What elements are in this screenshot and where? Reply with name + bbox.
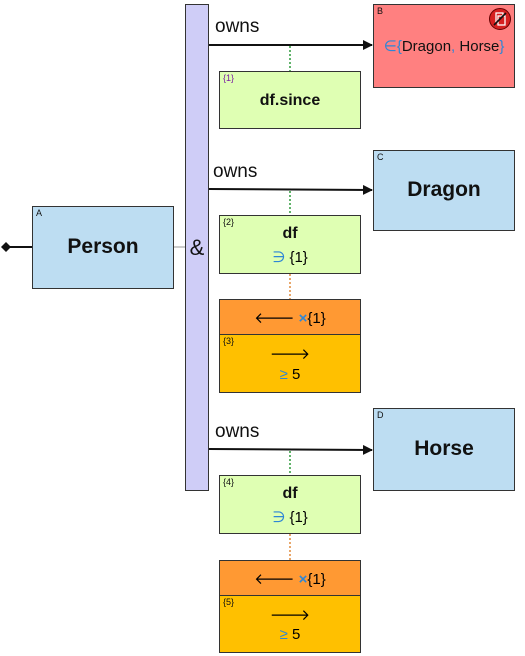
owns-label-d: owns <box>215 421 260 442</box>
owns-arrow-d <box>208 444 373 455</box>
owns-label-b: owns <box>215 16 260 37</box>
forward-node-3[interactable]: {3} 🡒 ≥ 5 <box>219 334 361 393</box>
cross-icon: × <box>298 310 308 327</box>
node-title: df.since <box>259 92 321 109</box>
error-icon[interactable] <box>489 8 511 30</box>
node-title: df <box>282 485 298 502</box>
node-tag: A <box>36 208 43 218</box>
cross-icon: × <box>298 571 308 588</box>
owns-arrow-c <box>208 184 373 195</box>
node-title: Person <box>67 235 139 258</box>
df-since-node[interactable]: {1} df.since <box>219 71 361 129</box>
arrow-left-icon: 🡐 <box>254 571 295 588</box>
node-tag: C <box>377 152 384 162</box>
arrow-right-icon: 🡒 <box>269 607 311 624</box>
node-title: Dragon <box>407 178 481 201</box>
target-b-values: ∈ {Dragon, Horse} <box>383 38 505 55</box>
reverse-node-1[interactable]: 🡐 ×{1} <box>219 299 361 335</box>
node-constraint: 🡐 ×{1} <box>254 310 326 327</box>
node-tag: {4} <box>223 477 235 487</box>
node-tag: B <box>377 6 384 16</box>
root-diamond-icon <box>1 242 11 252</box>
node-title: Horse <box>414 437 474 460</box>
df-node-2[interactable]: {2} df ∋ {1} <box>219 215 361 274</box>
target-node-b[interactable]: B ∈ {Dragon, Horse} <box>373 4 515 88</box>
target-node-c[interactable]: C Dragon <box>373 150 515 231</box>
node-constraint: ≥ 5 <box>279 626 301 643</box>
and-symbol: & <box>186 235 208 261</box>
arrow-right-icon: 🡒 <box>269 346 311 363</box>
node-tag: {2} <box>223 217 235 227</box>
reverse-node-2[interactable]: 🡐 ×{1} <box>219 560 361 596</box>
node-constraint: ∋ {1} <box>272 249 308 266</box>
node-tag: {3} <box>223 336 235 346</box>
arrow-left-icon: 🡐 <box>254 310 295 327</box>
forward-node-5[interactable]: {5} 🡒 ≥ 5 <box>219 595 361 653</box>
node-constraint: 🡐 ×{1} <box>254 571 326 588</box>
target-node-d[interactable]: D Horse <box>373 408 515 491</box>
node-tag: D <box>377 410 384 420</box>
df-node-4[interactable]: {4} df ∋ {1} <box>219 475 361 534</box>
node-constraint: ≥ 5 <box>279 366 301 383</box>
node-constraint: ∋ {1} <box>272 509 308 526</box>
owns-label-c: owns <box>213 161 258 182</box>
person-node[interactable]: A Person <box>32 206 174 289</box>
node-tag: {5} <box>223 597 235 607</box>
node-tag: {1} <box>223 73 235 83</box>
node-title: df <box>282 225 298 242</box>
